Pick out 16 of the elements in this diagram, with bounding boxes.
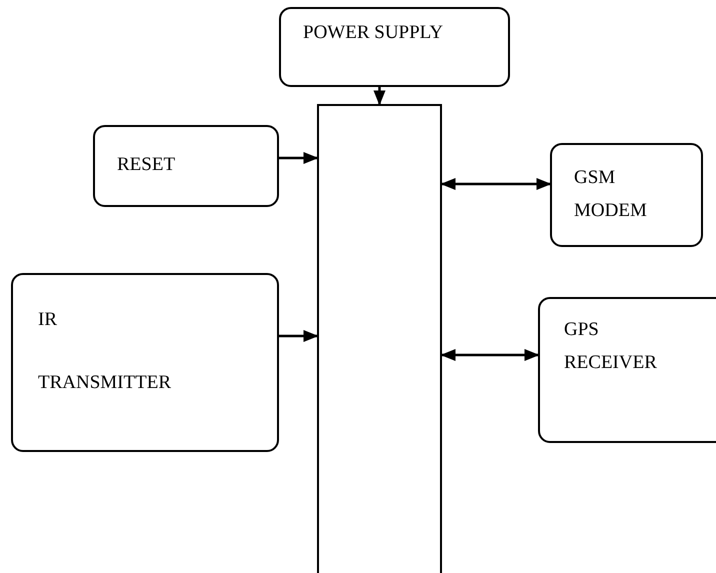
node-label: RESET [117,153,176,177]
arrow [440,178,552,190]
node-label: GPS RECEIVER [564,318,658,376]
arrow [279,152,318,164]
rounded-box [550,143,703,247]
rounded-box [93,125,279,207]
rounded-box [279,7,510,87]
block-box [317,104,442,573]
rounded-box [11,273,279,452]
arrow [440,349,540,361]
rounded-box [538,297,716,443]
node-label: IR TRANSMITTER [38,308,172,395]
node-label: POWER SUPPLY [303,21,444,45]
arrow [279,330,318,342]
arrow [374,87,386,106]
node-label: GSM MODEM [574,166,648,224]
